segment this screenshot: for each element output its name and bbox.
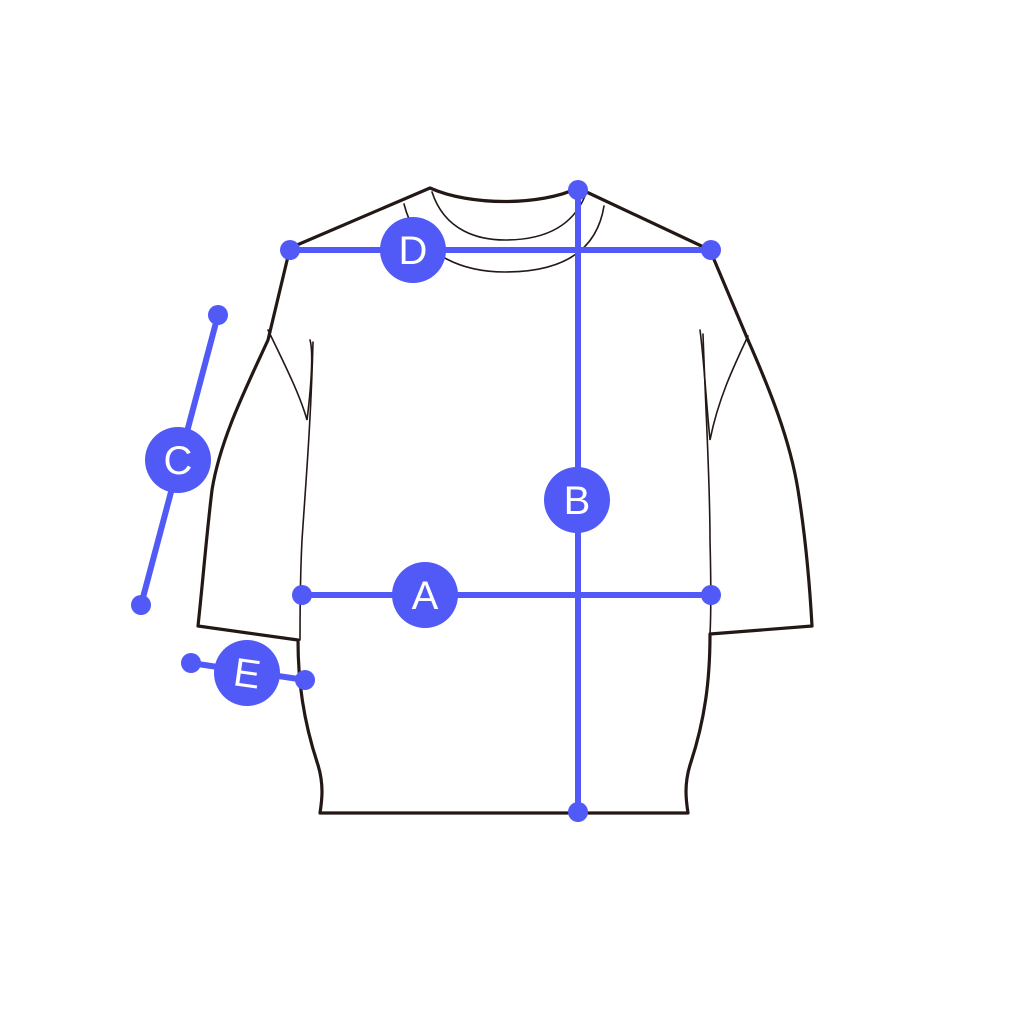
neckline-inner [431, 191, 586, 241]
measurement-a [292, 585, 721, 605]
measurement-c-start-dot [208, 305, 228, 325]
badge-d-circle [380, 217, 446, 283]
badge-b: B [544, 467, 610, 533]
badge-c-circle [145, 427, 211, 493]
measurement-d-start-dot [280, 240, 300, 260]
measurement-b-end-dot [568, 802, 588, 822]
badge-a: A [392, 562, 458, 628]
sweater-illustration [196, 186, 814, 815]
sweater-outline [196, 186, 814, 815]
left-side-seam [299, 341, 314, 641]
badge-e: E [214, 640, 280, 706]
measurement-d-end-dot [701, 240, 721, 260]
right-side-seam [702, 333, 712, 635]
measurement-a-start-dot [292, 585, 312, 605]
left-armhole-seam [267, 329, 313, 421]
badge-d-letter: D [399, 229, 428, 273]
measurement-e-end-dot [295, 670, 315, 690]
measurement-c-end-dot [131, 595, 151, 615]
measurement-e-start-dot [181, 653, 201, 673]
measurement-b-start-dot [568, 180, 588, 200]
badge-a-circle [392, 562, 458, 628]
measurement-d [280, 240, 721, 260]
badge-b-letter: B [564, 479, 591, 523]
badge-c: C [145, 427, 211, 493]
badge-e-circle [214, 640, 280, 706]
badge-a-letter: A [412, 574, 439, 618]
badge-d: D [380, 217, 446, 283]
badge-b-circle [544, 467, 610, 533]
badge-c-letter: C [164, 439, 193, 483]
badge-e-letter: E [231, 650, 264, 697]
measurement-a-end-dot [701, 585, 721, 605]
